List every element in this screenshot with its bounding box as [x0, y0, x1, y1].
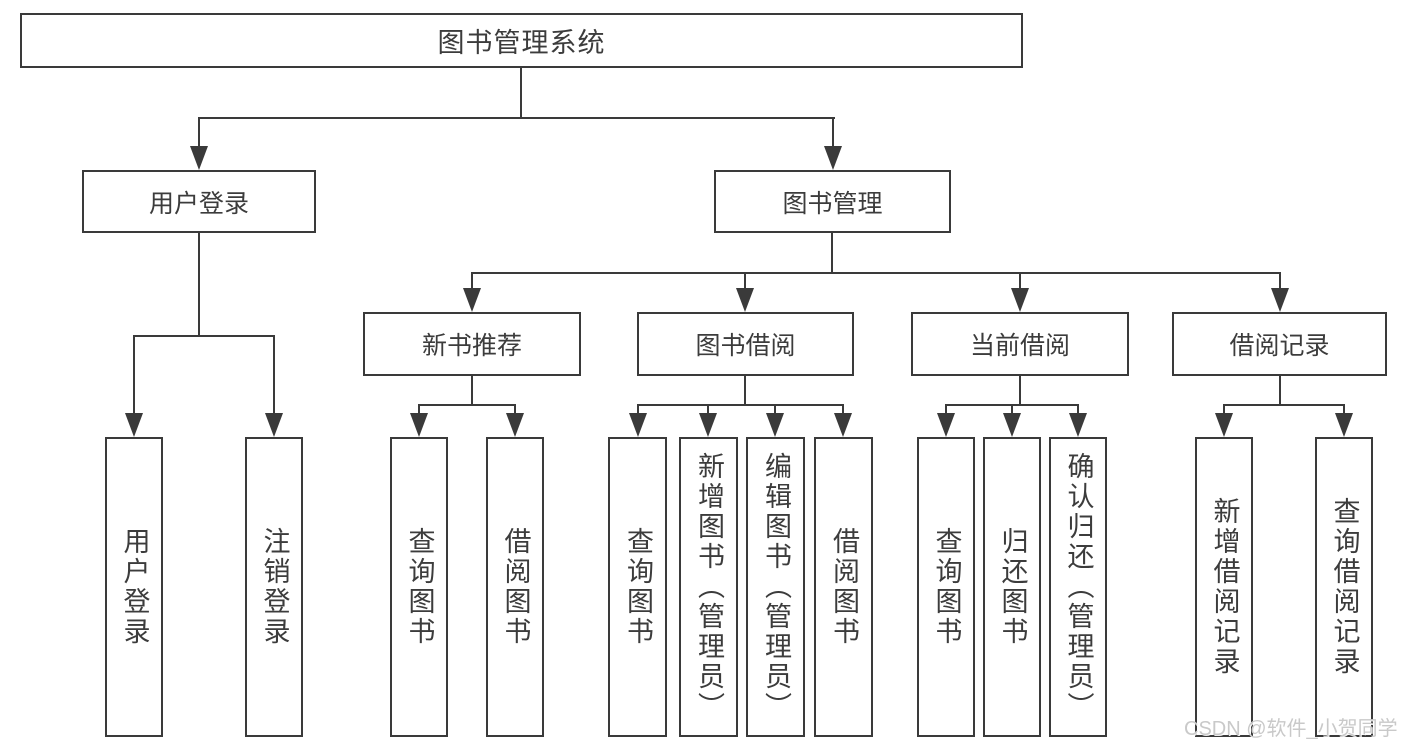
node-library-management-system: 图书管理系统 [20, 13, 1023, 68]
node-book-management: 图书管理 [714, 170, 951, 233]
connector-line [520, 68, 522, 118]
arrowhead-down-icon [1003, 413, 1021, 437]
connector-line [133, 335, 135, 416]
connector-line [1223, 404, 1225, 417]
connector-line [842, 404, 844, 417]
arrowhead-down-icon [736, 288, 754, 312]
arrowhead-down-icon [190, 146, 208, 170]
arrowhead-down-icon [629, 413, 647, 437]
watermark-text: CSDN @软件_小贺同学 [1184, 718, 1398, 740]
arrowhead-down-icon [1069, 413, 1087, 437]
arrowhead-down-icon [937, 413, 955, 437]
connector-line [707, 404, 709, 417]
arrowhead-down-icon [506, 413, 524, 437]
leaf-query-books-3: 查询图书 [917, 437, 975, 737]
node-book-borrowing: 图书借阅 [637, 312, 854, 376]
connector-line [744, 272, 746, 292]
node-user-login: 用户登录 [82, 170, 316, 233]
leaf-borrow-books-2: 借阅图书 [814, 437, 873, 737]
connector-line [1019, 272, 1021, 292]
leaf-user-login: 用户登录 [105, 437, 163, 737]
connector-line [471, 376, 473, 406]
connector-line [198, 117, 835, 119]
arrowhead-down-icon [1011, 288, 1029, 312]
connector-line [198, 117, 200, 150]
leaf-add-borrow-record: 新增借阅记录 [1195, 437, 1253, 737]
connector-line [1077, 404, 1079, 417]
arrowhead-down-icon [410, 413, 428, 437]
arrowhead-down-icon [824, 146, 842, 170]
leaf-logout: 注销登录 [245, 437, 303, 737]
connector-line [774, 404, 776, 417]
leaf-edit-books-admin: 编辑图书（管理员） [746, 437, 805, 737]
arrowhead-down-icon [1271, 288, 1289, 312]
arrowhead-down-icon [463, 288, 481, 312]
connector-line [637, 404, 844, 406]
arrowhead-down-icon [1335, 413, 1353, 437]
connector-line [832, 117, 834, 150]
connector-line [1279, 272, 1281, 292]
connector-line [273, 335, 275, 416]
node-new-book-recommendation: 新书推荐 [363, 312, 581, 376]
leaf-borrow-books-1: 借阅图书 [486, 437, 544, 737]
node-current-borrowing: 当前借阅 [911, 312, 1129, 376]
connector-line [418, 404, 420, 417]
leaf-add-books-admin: 新增图书（管理员） [679, 437, 738, 737]
leaf-query-books-1: 查询图书 [390, 437, 448, 737]
connector-line [831, 233, 833, 274]
arrowhead-down-icon [699, 413, 717, 437]
leaf-query-borrow-record: 查询借阅记录 [1315, 437, 1373, 737]
arrowhead-down-icon [834, 413, 852, 437]
connector-line [637, 404, 639, 417]
connector-line [418, 404, 516, 406]
connector-line [945, 404, 947, 417]
arrowhead-down-icon [265, 413, 283, 437]
connector-line [514, 404, 516, 417]
connector-line [133, 335, 275, 337]
connector-line [1279, 376, 1281, 406]
leaf-confirm-return-admin: 确认归还（管理员） [1049, 437, 1107, 737]
connector-line [198, 233, 200, 337]
node-borrowing-records: 借阅记录 [1172, 312, 1387, 376]
arrowhead-down-icon [766, 413, 784, 437]
connector-line [1019, 376, 1021, 406]
connector-line [471, 272, 1281, 274]
arrowhead-down-icon [1215, 413, 1233, 437]
connector-line [1343, 404, 1345, 417]
leaf-return-books: 归还图书 [983, 437, 1041, 737]
connector-line [744, 376, 746, 406]
leaf-query-books-2: 查询图书 [608, 437, 667, 737]
connector-line [471, 272, 473, 292]
arrowhead-down-icon [125, 413, 143, 437]
connector-line [1223, 404, 1345, 406]
connector-line [1011, 404, 1013, 417]
